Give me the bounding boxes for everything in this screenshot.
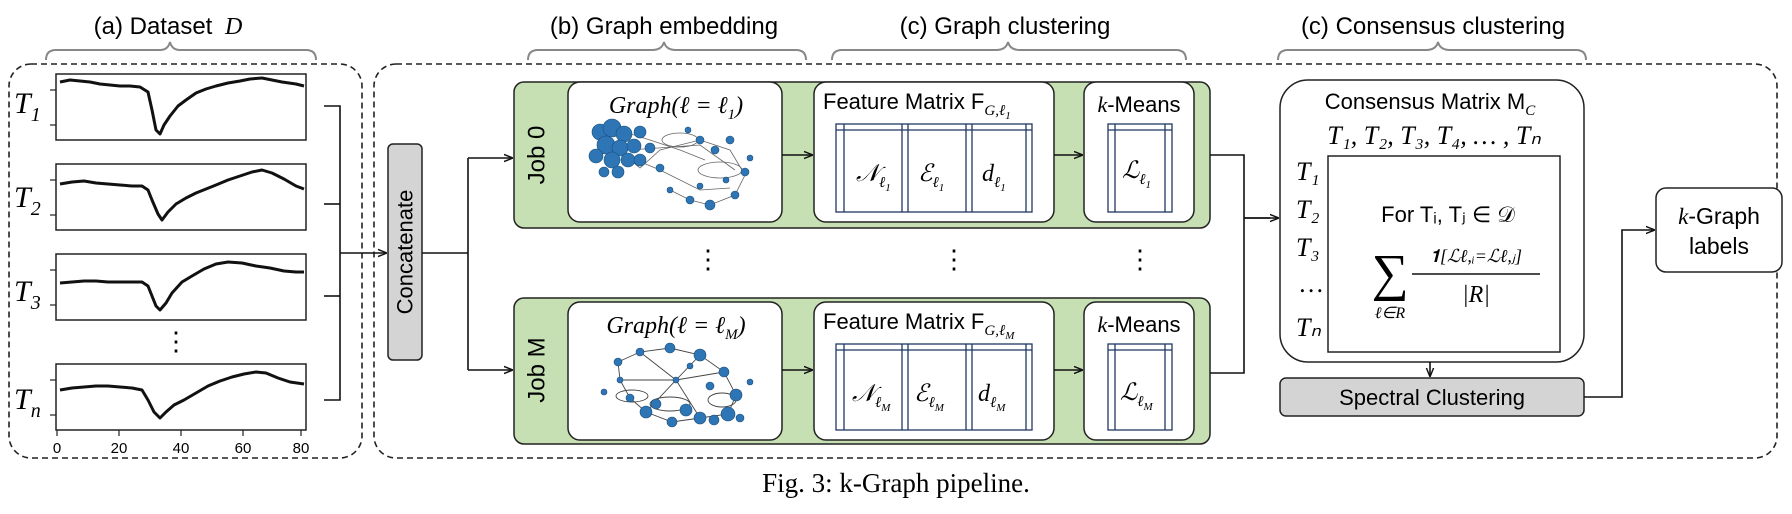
feature-vdots: ⋮ [941,244,967,274]
consensus-row-tn: Tₙ [1296,313,1321,342]
dataset-container [8,63,363,459]
job-m-graph-box [567,301,783,441]
series-plot-tn [55,363,307,431]
job-m-col-edges: ℰℓM [914,381,945,414]
section-header-dataset: (a) Dataset D [45,13,317,61]
series-curve-t2 [59,168,305,222]
dataset-vdots: ⋮ [163,326,189,356]
consensus-matrix-grid [1327,155,1561,353]
job-0-panel: Job 0 Graph(ℓ = ℓ1) [513,81,1211,229]
section-header-embedding: (b) Graph embedding [527,13,807,61]
job-0-label: Job 0 [524,126,551,185]
job-m-panel: Job M Graph(ℓ = ℓM) Feature [513,297,1211,445]
dataset-symbol: D [224,14,242,40]
graph-vdots: ⋮ [695,244,721,274]
job-m-feature-title: Feature Matrix FG,ℓM [823,309,1015,342]
kmeans-vdots: ⋮ [1127,244,1153,274]
consensus-sum-symbol: ∑ [1371,245,1408,302]
consensus-brace [1277,41,1587,61]
figure-caption: Fig. 3: k-Graph pipeline. [762,468,1030,498]
series-label-t2: T2 [14,181,41,220]
series-label-t1: T1 [14,87,41,126]
series-curve-t1 [59,76,305,136]
consensus-row-ellipsis: … [1300,269,1323,298]
arrow-spectral-to-output [1584,230,1654,398]
x-tick-60: 60 [235,440,252,457]
output-labels-box [1655,187,1783,273]
clustering-brace [831,41,1187,61]
job-m-kmeans-box [1083,301,1195,441]
job-m-label: Job M [524,337,551,402]
consensus-sum-index: ℓ∈R [1375,305,1406,322]
spectral-clustering-label: Spectral Clustering [1339,385,1525,410]
consensus-matrix-panel: Consensus Matrix MC T₁, T₂, T₃, T₄, … , … [1279,79,1585,363]
consensus-header-label: (c) Consensus clustering [1301,13,1565,40]
job-0-labels-symbol: ℒℓ1 [1122,158,1151,191]
consensus-formula-numerator: 𝟏[ℒℓ,ᵢ=ℒℓ,ⱼ] [1430,246,1522,266]
fanout-connector [422,158,469,370]
consensus-formula-for: For Tᵢ, Tⱼ ∈ 𝒟 [1381,202,1515,227]
consensus-row-t3: T₃ [1296,233,1320,262]
job-m-graph-drawing [600,342,754,428]
job-0-kmeans-box [1083,81,1195,223]
dataset-header-label: (a) Dataset [94,13,213,40]
job-0-feature-box [813,81,1055,223]
job-m-labels-symbol: ℒℓM [1120,380,1154,413]
job-0-col-degree: dℓ1 [982,161,1006,194]
series-plot-t2 [55,163,307,231]
series-curve-t3 [59,260,304,312]
job-0-kmeans-title: k-Means [1097,92,1180,117]
embedding-brace [527,41,807,61]
concatenate-label: Concatenate [393,190,418,315]
series-label-tn: Tn [14,383,41,422]
x-tick-40: 40 [173,440,190,457]
consensus-row-t2: T₂ [1296,195,1320,224]
job-0-graph-box [567,81,783,223]
job-m-kmeans-title: k-Means [1097,312,1180,337]
concatenate-box [387,143,423,361]
x-tick-0: 0 [53,440,61,457]
section-header-consensus: (c) Consensus clustering [1277,13,1587,61]
consensus-row-t1: T₁ [1296,157,1320,186]
consensus-formula-denominator: |R| [1462,282,1490,308]
job-0-graph-drawing [588,118,754,211]
job-m-label-vector [1107,343,1173,431]
section-header-clustering: (c) Graph clustering [831,13,1187,61]
dataset-brace [45,41,317,61]
consensus-column-labels: T₁, T₂, T₃, T₄, … , Tₙ [1327,121,1541,150]
svg-text:(a) Dataset D: (a) Dataset D [94,13,243,40]
job-m-graph-title: Graph(ℓ = ℓM) [606,313,745,343]
output-label-line1: k-Graph [1678,203,1760,229]
job-m-feature-matrix [835,343,1033,431]
job-0-feature-title: Feature Matrix FG,ℓ1 [823,89,1011,122]
x-tick-80: 80 [293,440,310,457]
job-0-col-edges: ℰℓ1 [918,161,944,194]
job-0-label-vector [1107,123,1173,213]
series-label-t3: T3 [14,275,41,314]
dataset-bracket-connector [324,105,341,401]
series-curve-tn [59,370,305,420]
clustering-header-label: (c) Graph clustering [900,13,1111,40]
x-tick-20: 20 [111,440,128,457]
output-label-line2: labels [1689,233,1749,259]
consensus-title: Consensus Matrix MC [1325,89,1537,119]
merge-connector [1210,154,1270,374]
job-m-feature-box [813,301,1055,441]
job-0-graph-title: Graph(ℓ = ℓ1) [609,93,743,123]
embedding-header-label: (b) Graph embedding [550,13,778,40]
job-0-feature-matrix [835,123,1033,213]
series-plot-t3 [55,253,307,321]
job-m-col-degree: dℓM [978,381,1006,414]
